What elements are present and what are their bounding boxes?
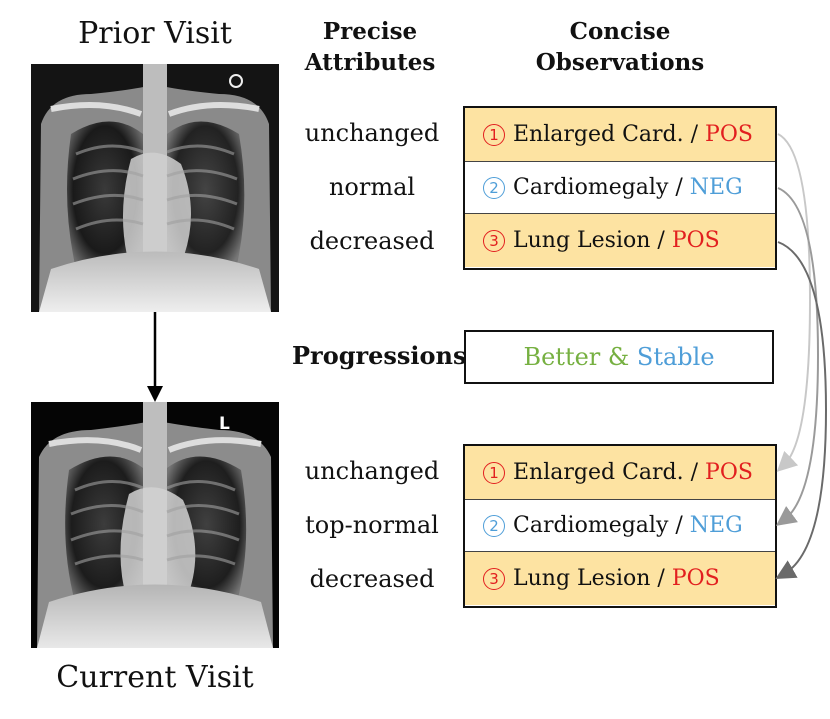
prior-attribute-2: normal (328, 173, 416, 201)
prior-observations-box: 1 Enlarged Card. / POS 2 Cardiomegaly / … (463, 106, 777, 270)
prior-xray-image (31, 64, 279, 312)
observation-2-link-arrow (775, 187, 820, 526)
observation-3-link-arrow (775, 241, 828, 579)
progression-amp: & (600, 343, 637, 371)
progressions-box: Better & Stable (464, 330, 774, 384)
observation-number-badge: 2 (483, 176, 505, 199)
observation-label: Lung Lesion (513, 566, 651, 591)
current-xray-marker: L (219, 414, 230, 434)
observation-status: NEG (689, 175, 743, 200)
prior-observation-1: 1 Enlarged Card. / POS (465, 108, 775, 161)
progression-better: Better (523, 343, 601, 371)
observation-label: Cardiomegaly (513, 175, 669, 200)
observation-label: Enlarged Card. (513, 122, 684, 147)
observation-link-arrows (775, 133, 828, 579)
observation-separator: / (668, 175, 690, 200)
current-observation-3: 3 Lung Lesion / POS (465, 552, 775, 605)
observation-number-badge: 3 (483, 229, 505, 252)
observation-number-badge: 3 (483, 567, 505, 590)
observation-separator: / (683, 460, 706, 485)
concise-observations-header-line2: Observations (535, 49, 705, 76)
prior-attribute-3: decreased (309, 227, 435, 255)
current-xray-image: L (31, 402, 279, 648)
current-chest-xray-illustration (31, 402, 279, 648)
observation-status: POS (671, 566, 720, 591)
current-attribute-2: top-normal (305, 511, 439, 539)
progression-stable: Stable (636, 343, 715, 371)
prior-observation-3: 3 Lung Lesion / POS (465, 214, 775, 267)
current-observation-1: 1 Enlarged Card. / POS (465, 446, 775, 499)
current-visit-title: Current Visit (56, 660, 254, 695)
observation-label: Cardiomegaly (513, 513, 669, 538)
observation-separator: / (683, 122, 706, 147)
observation-number-badge: 1 (483, 123, 505, 146)
observation-status: NEG (689, 513, 743, 538)
observation-status: POS (671, 228, 720, 253)
progressions-label: Progressions (292, 341, 467, 370)
observation-label: Lung Lesion (513, 228, 651, 253)
observation-separator: / (650, 228, 672, 253)
observation-1-link-arrow (776, 133, 812, 472)
prior-chest-xray-illustration (31, 64, 279, 312)
visit-transition-arrow (147, 312, 163, 402)
prior-observation-2: 2 Cardiomegaly / NEG (465, 161, 775, 214)
precise-attributes-header-line1: Precise (322, 18, 418, 45)
observation-status: POS (705, 122, 753, 147)
precise-attributes-header-line2: Attributes (304, 49, 436, 76)
observation-status: POS (705, 460, 753, 485)
concise-observations-header-line1: Concise (569, 18, 671, 45)
observation-separator: / (668, 513, 690, 538)
observation-number-badge: 2 (483, 514, 505, 537)
concise-observations-header: Concise Observations (500, 16, 740, 78)
observation-number-badge: 1 (483, 461, 505, 484)
observation-label: Enlarged Card. (513, 460, 684, 485)
precise-attributes-header: Precise Attributes (290, 16, 450, 78)
current-observations-box: 1 Enlarged Card. / POS 2 Cardiomegaly / … (463, 444, 777, 608)
observation-separator: / (650, 566, 672, 591)
prior-attribute-1: unchanged (304, 119, 440, 147)
prior-visit-title: Prior Visit (78, 16, 232, 51)
current-observation-2: 2 Cardiomegaly / NEG (465, 499, 775, 552)
current-attribute-3: decreased (309, 565, 435, 593)
current-attribute-1: unchanged (304, 457, 440, 485)
